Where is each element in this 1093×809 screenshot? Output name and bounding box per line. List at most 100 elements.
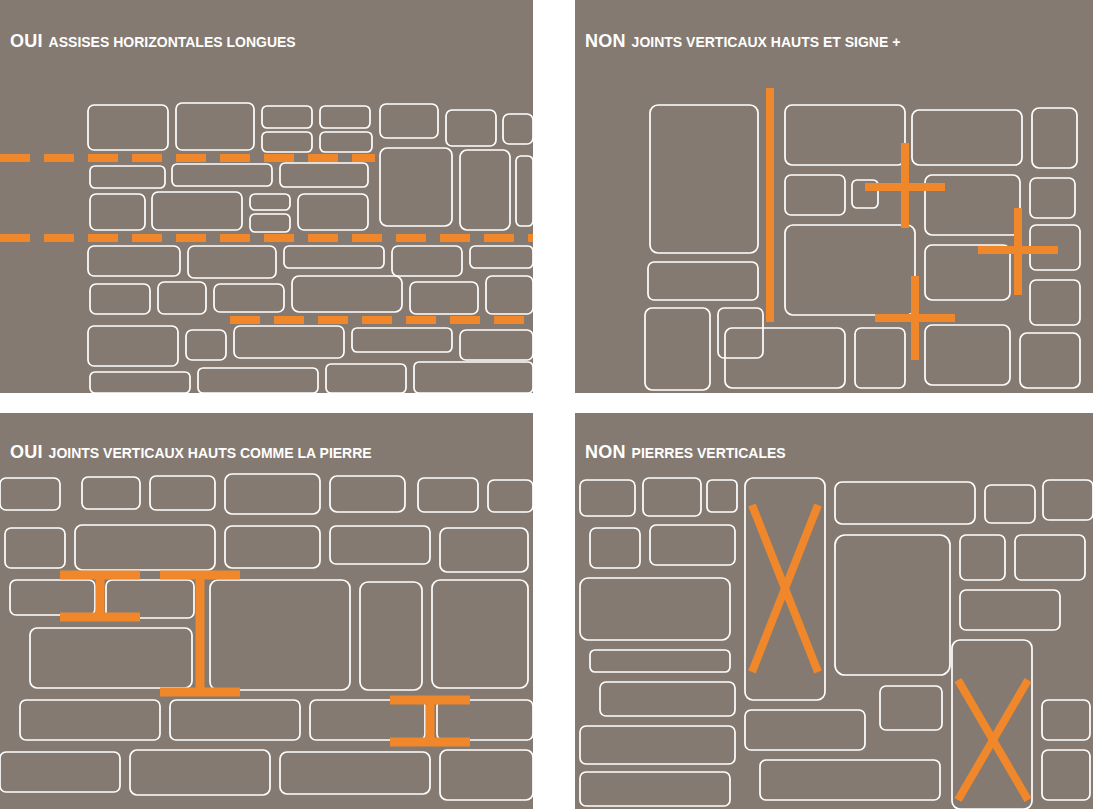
stone-outline [707, 480, 737, 512]
stone-outline [280, 752, 430, 794]
stone-outline [785, 175, 845, 215]
stone-outline [225, 526, 320, 568]
stone-outline [985, 485, 1035, 523]
stone-outline [855, 328, 905, 388]
panel-heading: NON PIERRES VERTICALES [585, 443, 786, 461]
mark-stroke [0, 234, 533, 242]
stone-outline [88, 326, 178, 366]
stone-outline [835, 482, 975, 524]
stone-outline [298, 194, 368, 230]
mark-stroke [958, 680, 1028, 800]
stone-outline [745, 710, 865, 750]
verdict-word: NON [585, 442, 626, 462]
stone-outline [326, 364, 406, 393]
stone-outline [188, 246, 276, 278]
stone-outline [186, 330, 226, 360]
stone-outline [575, 0, 1093, 393]
stone-outline [590, 528, 640, 568]
mark-stroke [752, 505, 818, 672]
mark-stroke [60, 613, 140, 622]
stone-outline [352, 328, 452, 352]
stone-outline [360, 582, 422, 690]
stone-outline [106, 580, 194, 618]
panel-heading: OUIASSISES HORIZONTALES LONGUES [10, 32, 296, 50]
stone-outline [960, 590, 1060, 630]
mark-stroke [426, 700, 435, 742]
stone-outline [1042, 700, 1090, 740]
stone-outline [460, 330, 533, 360]
stone-outline [176, 103, 254, 150]
mark-stroke [160, 688, 240, 697]
mark-stroke [1014, 208, 1022, 295]
stone-outline [198, 368, 318, 393]
good-joints [60, 575, 470, 742]
stone-outline [10, 580, 95, 615]
stone-outline [250, 214, 290, 232]
stone-outline [172, 164, 272, 186]
stone-outline [20, 700, 160, 740]
stone-outline [1015, 535, 1085, 580]
rule-panel: NON PIERRES VERTICALES [575, 413, 1093, 809]
rule-panel: OUI JOINTS VERTICAUX HAUTS COMME LA PIERR… [0, 413, 533, 809]
stone-outline [280, 163, 368, 187]
course-lines [0, 158, 533, 320]
stone-outline [590, 650, 730, 672]
stone-outline [410, 282, 478, 314]
stone-outline [88, 246, 180, 276]
rule-text: JOINTS VERTICAUX HAUTS COMME LA PIERRE [49, 445, 372, 461]
stone-outline [580, 578, 730, 640]
mark-stroke [911, 276, 919, 360]
stone-outline [292, 276, 402, 312]
stone-outline [912, 110, 1022, 165]
stone-outline [440, 528, 528, 572]
stone-outline [225, 474, 320, 514]
stone-outline [503, 114, 533, 144]
panel-heading: OUI JOINTS VERTICAUX HAUTS COMME LA PIERR… [10, 443, 372, 461]
stone-outline [0, 478, 60, 510]
stone-outline [432, 580, 528, 688]
stone-outline [0, 0, 533, 393]
stone-outline [1020, 333, 1080, 388]
rule-panel: NONJOINTS VERTICAUX HAUTS ET SIGNE + [575, 0, 1093, 393]
stone-outline [214, 284, 284, 312]
verdict-word: NON [585, 31, 626, 51]
stone-outline [580, 772, 730, 806]
stone-outline [643, 478, 701, 516]
stone-outline [262, 132, 312, 152]
stone-outline [1043, 480, 1093, 520]
stone-outline [516, 156, 533, 226]
stone-outline [330, 526, 430, 564]
verdict-word: OUI [10, 31, 43, 51]
stone-outline [600, 682, 735, 716]
verdict-word: OUI [10, 442, 43, 462]
stone-outline [158, 282, 206, 314]
stone-outline [486, 276, 533, 314]
panel-heading: NONJOINTS VERTICAUX HAUTS ET SIGNE + [585, 32, 900, 50]
mark-stroke [196, 575, 205, 692]
stone-outline [437, 700, 533, 740]
stone-outline [320, 106, 370, 128]
stone-outline [880, 686, 942, 730]
stone-outline [262, 106, 312, 128]
stone-outline [446, 110, 496, 146]
stone-outline [1030, 178, 1075, 218]
mark-stroke [752, 505, 818, 672]
stone-outline [90, 284, 150, 314]
rule-panel: OUIASSISES HORIZONTALES LONGUES [0, 0, 533, 393]
stone-outline [745, 478, 825, 700]
stone-outline [0, 413, 533, 809]
stone-outline [234, 326, 344, 358]
stones-courses [88, 103, 533, 393]
stone-outline [960, 535, 1005, 580]
bad-joints [770, 88, 1058, 360]
stone-outline [90, 372, 190, 393]
rule-text: PIERRES VERTICALES [632, 445, 786, 461]
stone-outline [90, 166, 165, 188]
stones-staggered [0, 474, 533, 800]
stone-outline [952, 640, 1032, 809]
stone-outline [75, 525, 215, 570]
mark-stroke [96, 575, 105, 617]
stone-outline [575, 413, 1093, 809]
stone-outline [310, 700, 425, 740]
stone-outline [460, 150, 510, 230]
